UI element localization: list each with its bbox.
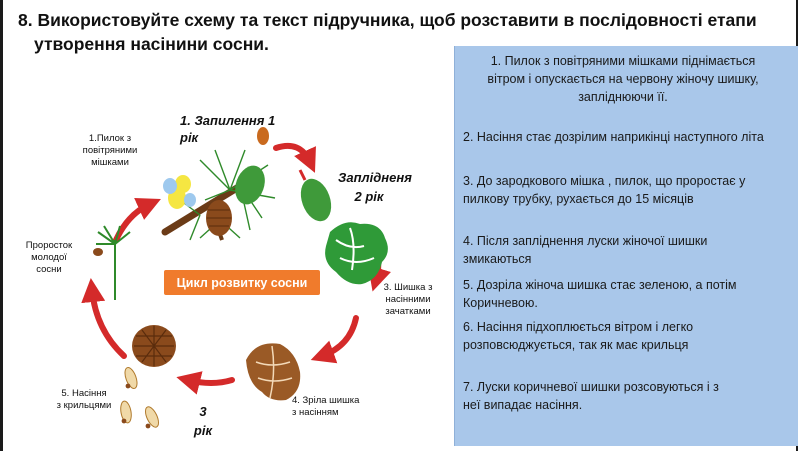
step-item: 4. Після запліднення луски жіночої шишки…	[463, 234, 708, 266]
cone-ovules-label: 3. Шишка з насінними зачатками	[383, 282, 433, 317]
task-title-line2: утворення насінини сосни.	[34, 34, 269, 54]
task-title: 8. Використовуйте схему та текст підручн…	[18, 8, 778, 56]
winged-seeds	[120, 367, 159, 428]
pine-seedling	[96, 225, 131, 300]
step-item: 5. Дозріла жіноча шишка стає зеленою, а …	[463, 278, 737, 310]
step-item: 3. До зародкового мішка , пилок, що прор…	[463, 174, 746, 206]
cycle-center-label: Цикл розвитку сосни	[164, 270, 320, 295]
pine-cycle-diagram	[81, 127, 391, 429]
brown-open-cone	[132, 325, 176, 367]
step-item: 2. Насіння стає дозрілим наприкінці наст…	[463, 130, 764, 144]
brown-scale-mature-cone	[246, 343, 301, 401]
step-item: 7. Луски коричневої шишки розсовуються і…	[463, 380, 719, 412]
stage-pollination-label: 1. Запилення 1 рік	[180, 113, 276, 145]
arrow-ovule-cone-to-mature	[310, 315, 359, 364]
steps-panel: 1. Пилок з повітряними мішками піднімаєт…	[454, 46, 798, 446]
step-item: 6. Насіння підхоплюється вітром і легко …	[463, 320, 694, 352]
step-item: 1. Пилок з повітряними мішками піднімаєт…	[487, 54, 759, 104]
arrow-cone-to-seedling	[81, 278, 127, 359]
stage-fertilization-label: Заплідненя 2 рік	[338, 170, 412, 204]
arrow-seedling-to-pollen	[113, 198, 161, 243]
arrow-pollination-to-fertilization	[273, 142, 316, 173]
task-title-line1: 8. Використовуйте схему та текст підручн…	[18, 10, 757, 30]
pollen-label: 1.Пилок з повітряними мішками	[82, 133, 138, 168]
winged-seeds-label: 5. Насіння з крильцями	[56, 388, 112, 411]
green-cone-fertilization	[298, 169, 332, 222]
left-border	[0, 0, 3, 451]
mature-cone-label: 4. Зріла шишка з насінням	[292, 395, 360, 418]
seedling-label: Проросток молодої сосни	[25, 240, 73, 275]
green-cone-with-ovules	[325, 222, 388, 285]
stage-three-years-label: 3 рік	[193, 404, 213, 438]
arrow-mature-to-seeds	[176, 371, 235, 395]
pine-branch-illustration	[161, 127, 276, 241]
